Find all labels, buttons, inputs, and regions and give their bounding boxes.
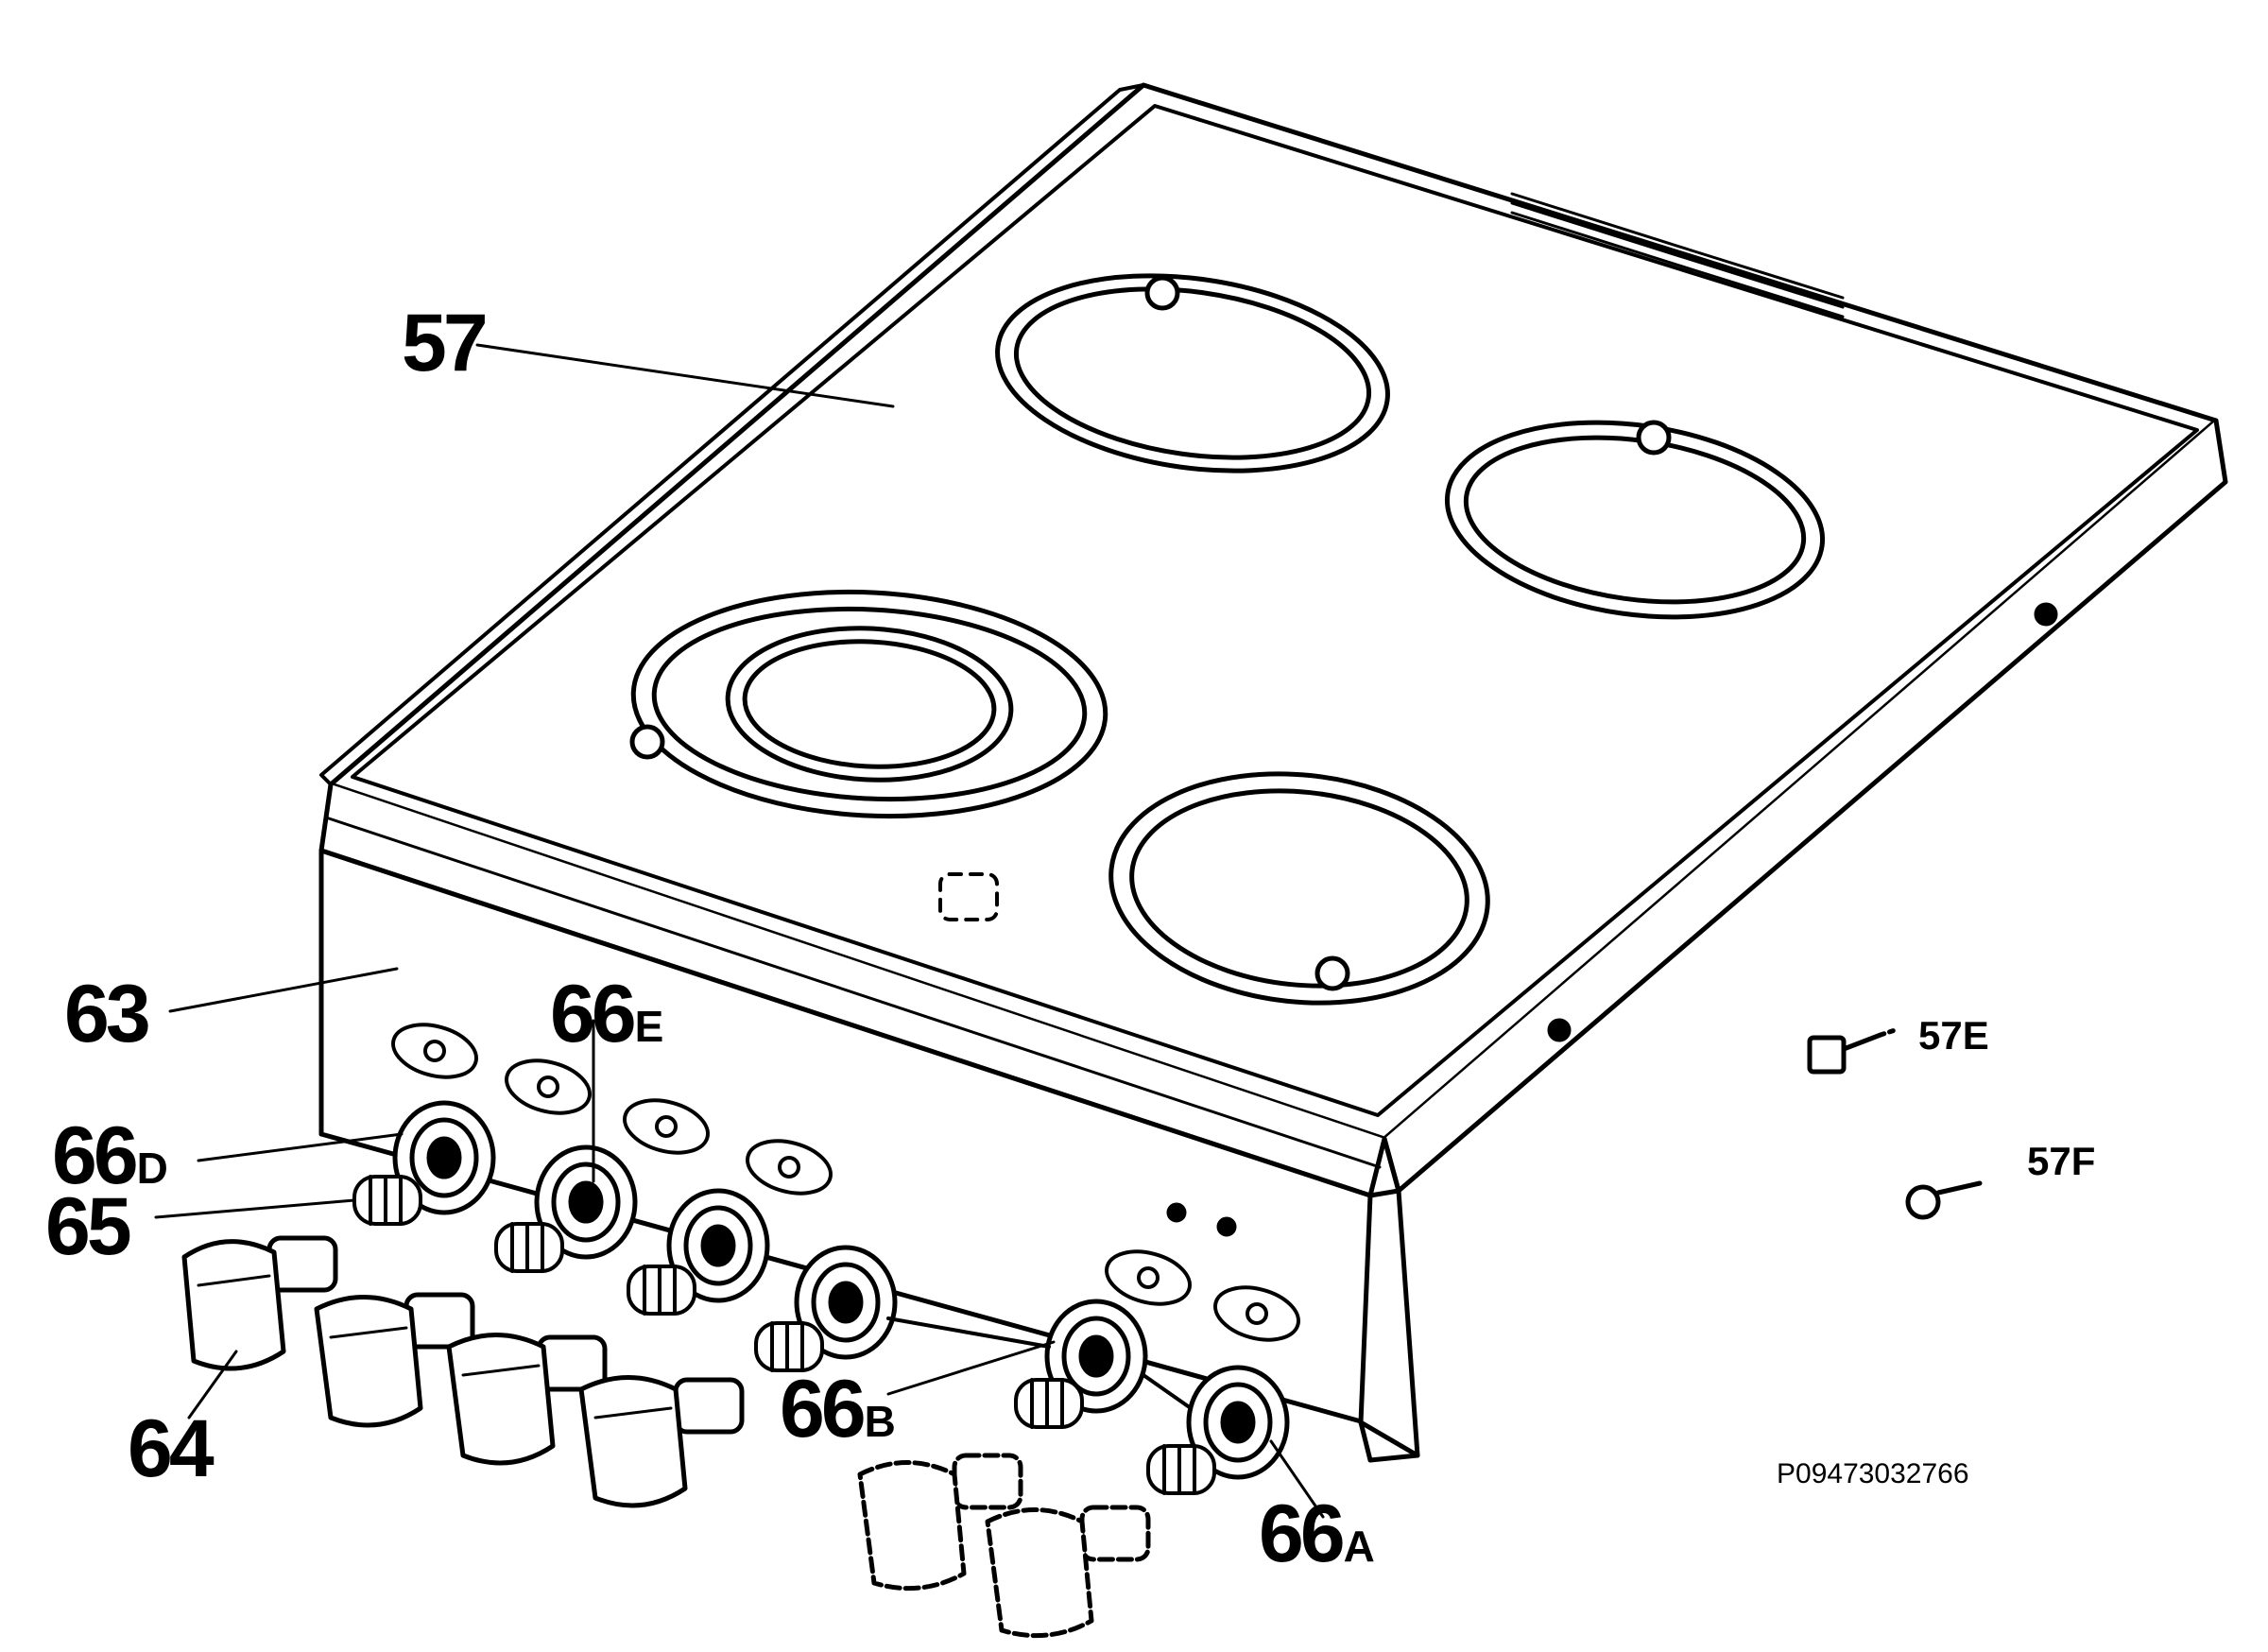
label-66e-number: 66 — [550, 969, 637, 1059]
label-66b-number: 66 — [780, 1364, 867, 1454]
label-66d-number: 66 — [52, 1110, 139, 1201]
ring-66d — [392, 1100, 496, 1215]
leader-lines — [154, 343, 1325, 1519]
label-57e: 57E — [1918, 1013, 1989, 1058]
control-panel — [318, 848, 1420, 1463]
label-57: 57 — [402, 298, 489, 388]
ring-links — [886, 1316, 1193, 1410]
label-66a-suffix: A — [1343, 1522, 1375, 1571]
knob-2 — [314, 1292, 475, 1428]
knob-5 — [857, 1453, 1023, 1592]
label-66e: 66E — [550, 973, 663, 1055]
ring-66b-left — [794, 1245, 898, 1360]
ring-66c — [666, 1188, 770, 1303]
knob-6 — [985, 1505, 1151, 1639]
label-65: 65 — [45, 1181, 132, 1272]
part-57e — [1807, 1027, 1898, 1075]
ring-66e — [534, 1144, 638, 1260]
label-57f: 57F — [2027, 1139, 2096, 1183]
cooking-zones — [629, 273, 1826, 1006]
switch-rings — [392, 1100, 1290, 1480]
label-66b: 66B — [780, 1368, 896, 1450]
label-64: 64 — [128, 1403, 215, 1494]
label-63: 63 — [64, 969, 151, 1059]
knob-3 — [446, 1333, 608, 1466]
label-66d: 66D — [52, 1115, 168, 1196]
springs — [352, 1175, 1216, 1495]
knob-1 — [181, 1235, 338, 1371]
knob-4 — [578, 1375, 745, 1508]
ring-66a — [1186, 1365, 1290, 1480]
label-66a-number: 66 — [1259, 1489, 1346, 1579]
label-66e-suffix: E — [634, 1002, 664, 1051]
part-code: P09473032766 — [1777, 1458, 1969, 1489]
label-66b-suffix: B — [864, 1397, 896, 1446]
hob-top-glass — [318, 82, 2228, 1198]
knobs — [181, 1235, 1151, 1639]
part-57f — [1905, 1180, 1983, 1220]
label-66d-suffix: D — [136, 1144, 168, 1193]
label-66a: 66A — [1259, 1493, 1375, 1575]
